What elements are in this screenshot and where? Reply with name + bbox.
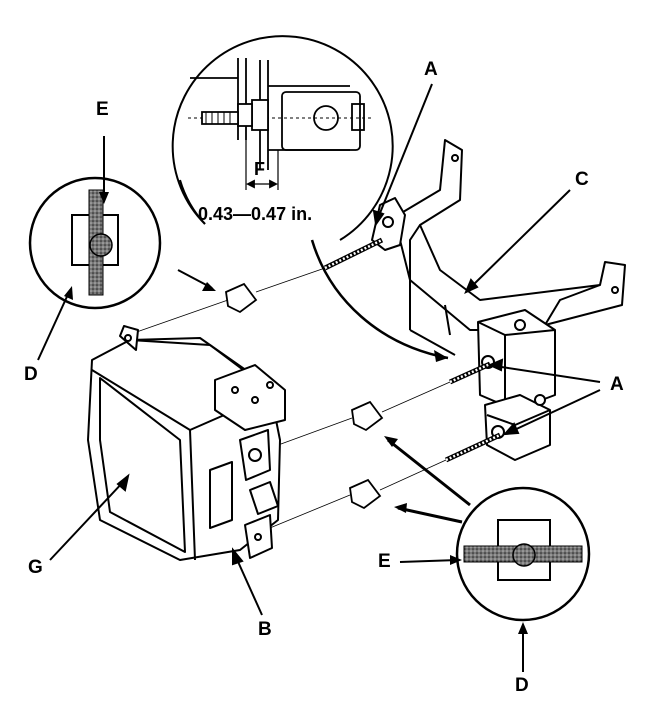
callout-d-left: D <box>24 364 38 385</box>
detail-view-right <box>384 436 591 672</box>
callout-a-right: A <box>610 374 624 395</box>
detail-view-dimension <box>171 35 394 241</box>
callout-g: G <box>28 557 43 578</box>
callout-a-top: A <box>424 59 438 80</box>
dimension-max: 0.47 in. <box>251 204 313 224</box>
callout-e-left: E <box>96 99 109 120</box>
bolts <box>323 237 502 463</box>
detail-view-left <box>28 136 216 361</box>
mounting-bracket <box>371 139 626 461</box>
callout-b: B <box>258 619 272 640</box>
callout-c: C <box>575 169 589 190</box>
leader-dimension-to-bolt <box>310 239 449 362</box>
label-leaders <box>49 83 601 616</box>
dimension-min: 0.43 <box>198 204 234 224</box>
dimension-dash: — <box>233 204 252 224</box>
grommets <box>225 282 384 510</box>
alignment-lines <box>127 267 451 531</box>
dimension-spec: 0.43—0.47 in. <box>198 205 312 223</box>
callout-e-right: E <box>378 551 391 572</box>
callout-f: F <box>254 159 265 179</box>
callout-d-right: D <box>515 675 529 696</box>
control-unit <box>87 325 286 561</box>
